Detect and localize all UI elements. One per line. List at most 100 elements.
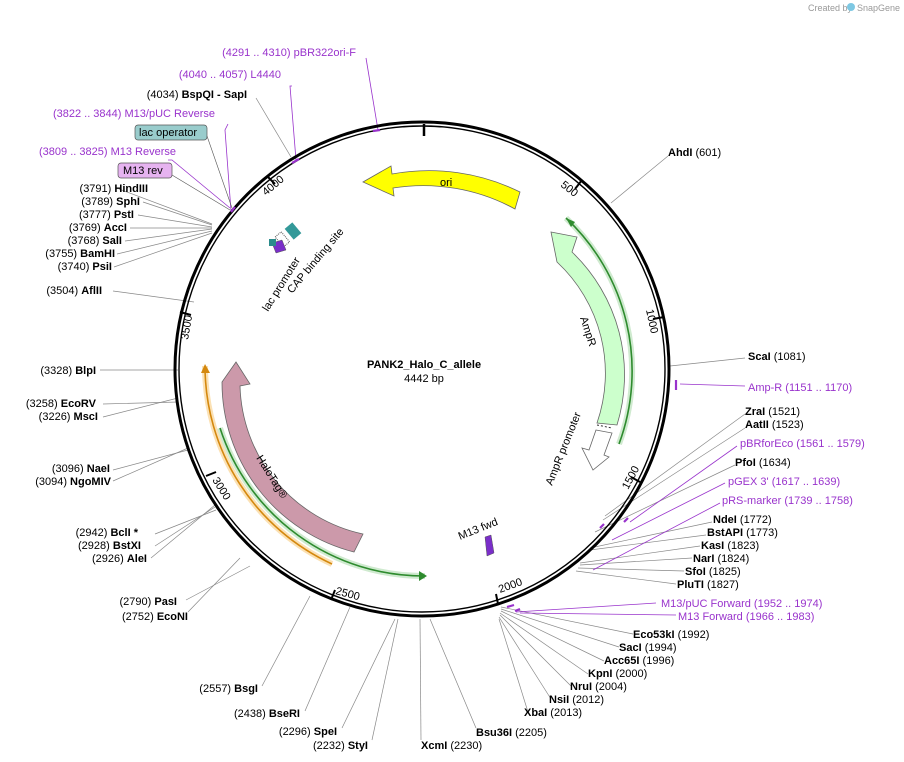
site-ecorv: (3258) EcoRV (26, 398, 97, 410)
halotag-orange-arrowhead (201, 364, 210, 373)
primer-pgex-3: pGEX 3' (1617 .. 1639) (728, 476, 840, 488)
site-xcmi: XcmI (2230) (421, 740, 482, 752)
backbone-outer (173, 120, 671, 618)
primer-m13-puc-reverse: (3822 .. 3844) M13/pUC Reverse (53, 108, 215, 120)
site-hindiii: (3791) HindIII (80, 183, 148, 195)
ampr-arrow[interactable] (550, 231, 625, 426)
site-kasi: KasI (1823) (701, 540, 759, 552)
halotag-green-arrowhead (419, 571, 427, 581)
site-naei: (3096) NaeI (52, 463, 110, 475)
primer-l4440: (4040 .. 4057) L4440 (179, 69, 281, 81)
site-kpni: KpnI (2000) (588, 668, 647, 680)
site-econi: (2752) EcoNI (122, 611, 188, 623)
site-psii: (3740) PsiI (58, 261, 112, 273)
primer-range: (4040 .. 4057) (179, 69, 248, 81)
ampr-label: AmpR (577, 315, 598, 348)
ampr-green-arrowhead (566, 218, 575, 227)
m13-rev-leader (171, 174, 231, 211)
site-bcli: (2942) BclI * (76, 527, 139, 539)
site-saci: SacI (1994) (619, 642, 677, 654)
tick-label-2000: 2000 (497, 576, 524, 596)
lac-operator-mark[interactable] (284, 222, 302, 240)
site-eco53ki: Eco53kI (1992) (633, 629, 709, 641)
created-by-text: Created by (808, 3, 853, 13)
snapgene-brand: SnapGene (857, 3, 900, 13)
primer-m13-reverse: (3809 .. 3825) M13 Reverse (39, 146, 176, 158)
site-msci: (3226) MscI (39, 411, 98, 423)
site-pfoi: PfoI (1634) (735, 457, 791, 469)
primer-pbrforeco: pBRforEco (1561 .. 1579) (740, 438, 865, 450)
m13-rev-label: M13 rev (123, 165, 163, 177)
lac-operator-box[interactable] (134, 124, 208, 141)
site-blpi: (3328) BlpI (40, 365, 96, 377)
lac-mark-small (269, 239, 276, 246)
primer-name: M13/pUC Reverse (125, 108, 215, 120)
plasmid-length: 4442 bp (404, 373, 444, 385)
halotag-green-line (219, 427, 426, 577)
primer-m13-puc-forward: M13/pUC Forward (1952 .. 1974) (661, 598, 822, 610)
site-sfoi: SfoI (1825) (685, 566, 741, 578)
primer-pbr322ori-f: (4291 .. 4310) pBR322ori-F (222, 47, 356, 59)
plasmid-name: PANK2_Halo_C_allele (367, 359, 481, 371)
site-bsgi: (2557) BsgI (199, 683, 258, 695)
right-primers: Amp-R (1151 .. 1170) pBRforEco (1561 .. … (661, 382, 865, 623)
site-alei: (2926) AleI (92, 553, 147, 565)
m13-rev-box[interactable] (117, 162, 173, 179)
site-aatii: AatII (1523) (745, 419, 804, 431)
primer-amp-r: Amp-R (1151 .. 1170) (748, 382, 852, 394)
site-nrui: NruI (2004) (570, 681, 627, 693)
primer-marks (230, 128, 678, 613)
site-scai: ScaI (1081) (748, 351, 806, 363)
site-acci: (3769) AccI (69, 222, 127, 234)
primer-name: L4440 (250, 69, 281, 81)
primer-leaders (168, 57, 746, 616)
tick-label-3500: 3500 (179, 314, 195, 340)
site-nsii: NsiI (2012) (549, 694, 604, 706)
site-bseri: (2438) BseRI (234, 708, 300, 720)
site-ahdi: AhdI (601) (668, 147, 721, 159)
site-pasi: (2790) PasI (120, 596, 178, 608)
site-sali: (3768) SalI (68, 235, 122, 247)
ori-label: ori (440, 177, 452, 189)
primer-name: pBR322ori-F (294, 47, 357, 59)
lac-operator-label: lac operator (139, 127, 197, 139)
lac-operator-leader (206, 135, 233, 209)
tick-label-1000: 1000 (643, 308, 660, 334)
site-acc65i: Acc65I (1996) (604, 655, 674, 667)
site-bsu36i: Bsu36I (2205) (476, 727, 547, 739)
m13-fwd-label: M13 fwd (457, 516, 500, 543)
site-spei: (2296) SpeI (279, 726, 337, 738)
primer-range: (3822 .. 3844) (53, 108, 122, 120)
site-ndei: NdeI (1772) (713, 514, 772, 526)
left-primers: (4291 .. 4310) pBR322ori-F (4040 .. 4057… (39, 47, 356, 158)
ampr-promoter-label: AmpR promoter (544, 410, 584, 487)
m13-fwd-mark[interactable] (484, 534, 495, 557)
site-zrai: ZraI (1521) (745, 406, 800, 418)
site-ngomiv: (3094) NgoMIV (35, 476, 111, 488)
cap-site-mark[interactable] (274, 231, 291, 248)
left-sites: (4034) BspQI - SapI (3791) HindIII (3789… (26, 89, 368, 752)
site-sphi: (3789) SphI (81, 196, 140, 208)
backbone-inner (178, 125, 666, 613)
site-styi: (2232) StyI (313, 740, 368, 752)
ampr-promoter-arrow[interactable] (581, 429, 613, 471)
primer-range: (4291 .. 4310) (222, 47, 291, 59)
site-nari: NarI (1824) (693, 553, 749, 565)
snapgene-logo-icon (847, 3, 855, 11)
site-bstapi: BstAPI (1773) (707, 527, 778, 539)
site-pluti: PluTI (1827) (677, 579, 739, 591)
site-bstxi: (2928) BstXI (78, 540, 141, 552)
site-bspqi: (4034) BspQI - SapI (147, 89, 247, 101)
ori-arrow[interactable] (362, 165, 521, 210)
right-sites: AhdI (601) ScaI (1081) ZraI (1521) AatII… (421, 147, 806, 752)
primer-m13-forward: M13 Forward (1966 .. 1983) (678, 611, 814, 623)
primer-name: M13 Reverse (111, 146, 176, 158)
halotag-arrow[interactable] (221, 361, 364, 553)
ampr-dash (596, 424, 613, 429)
primer-prs-marker: pRS-marker (1739 .. 1758) (722, 495, 853, 507)
primer-range: (3809 .. 3825) (39, 146, 108, 158)
site-psti: (3777) PstI (79, 209, 134, 221)
halotag-orange-line (204, 365, 333, 565)
site-aflii: (3504) AflII (46, 285, 102, 297)
